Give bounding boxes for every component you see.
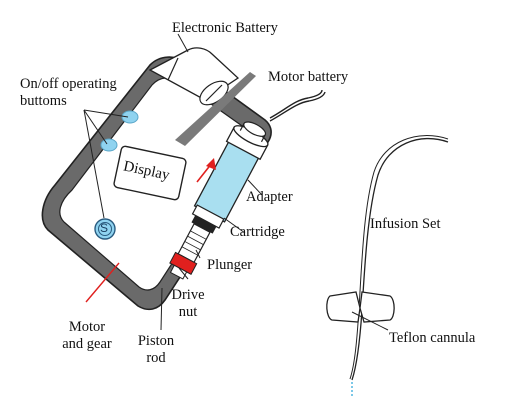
leader-lines — [83, 33, 263, 331]
label-plunger: Plunger — [207, 257, 253, 273]
label-electronic-battery: Electronic Battery — [172, 20, 278, 36]
label-drive-nut-line1: Drive — [171, 287, 205, 303]
label-infusion-set: Infusion Set — [370, 216, 441, 232]
label-piston-rod-line2: rod — [146, 350, 166, 366]
label-cartridge: Cartridge — [230, 224, 285, 240]
infusion-set-tube — [351, 137, 449, 381]
motor-battery-tube — [269, 89, 323, 119]
direction-arrow — [196, 158, 216, 183]
motor-gear-leader — [85, 262, 120, 303]
label-on-off-line2: buttoms — [20, 93, 67, 109]
label-teflon-cannula: Teflon cannula — [389, 330, 476, 346]
label-motor-battery: Motor battery — [268, 69, 349, 85]
on-off-buttons — [100, 110, 139, 152]
label-piston-rod-line1: Piston — [137, 333, 175, 349]
label-motor-gear-line2: and gear — [62, 336, 112, 352]
s-button — [94, 218, 116, 240]
label-on-off-line1: On/off operating — [20, 76, 117, 92]
display-screen — [113, 145, 187, 201]
label-motor-gear-line1: Motor — [68, 319, 106, 335]
shadow-stripe — [175, 72, 256, 146]
label-drive-nut-line2: nut — [178, 304, 198, 320]
label-s-button: S — [100, 221, 109, 235]
label-adapter: Adapter — [246, 189, 293, 205]
cartridge-assembly — [169, 121, 269, 280]
teflon-cannula-wings — [326, 291, 395, 331]
